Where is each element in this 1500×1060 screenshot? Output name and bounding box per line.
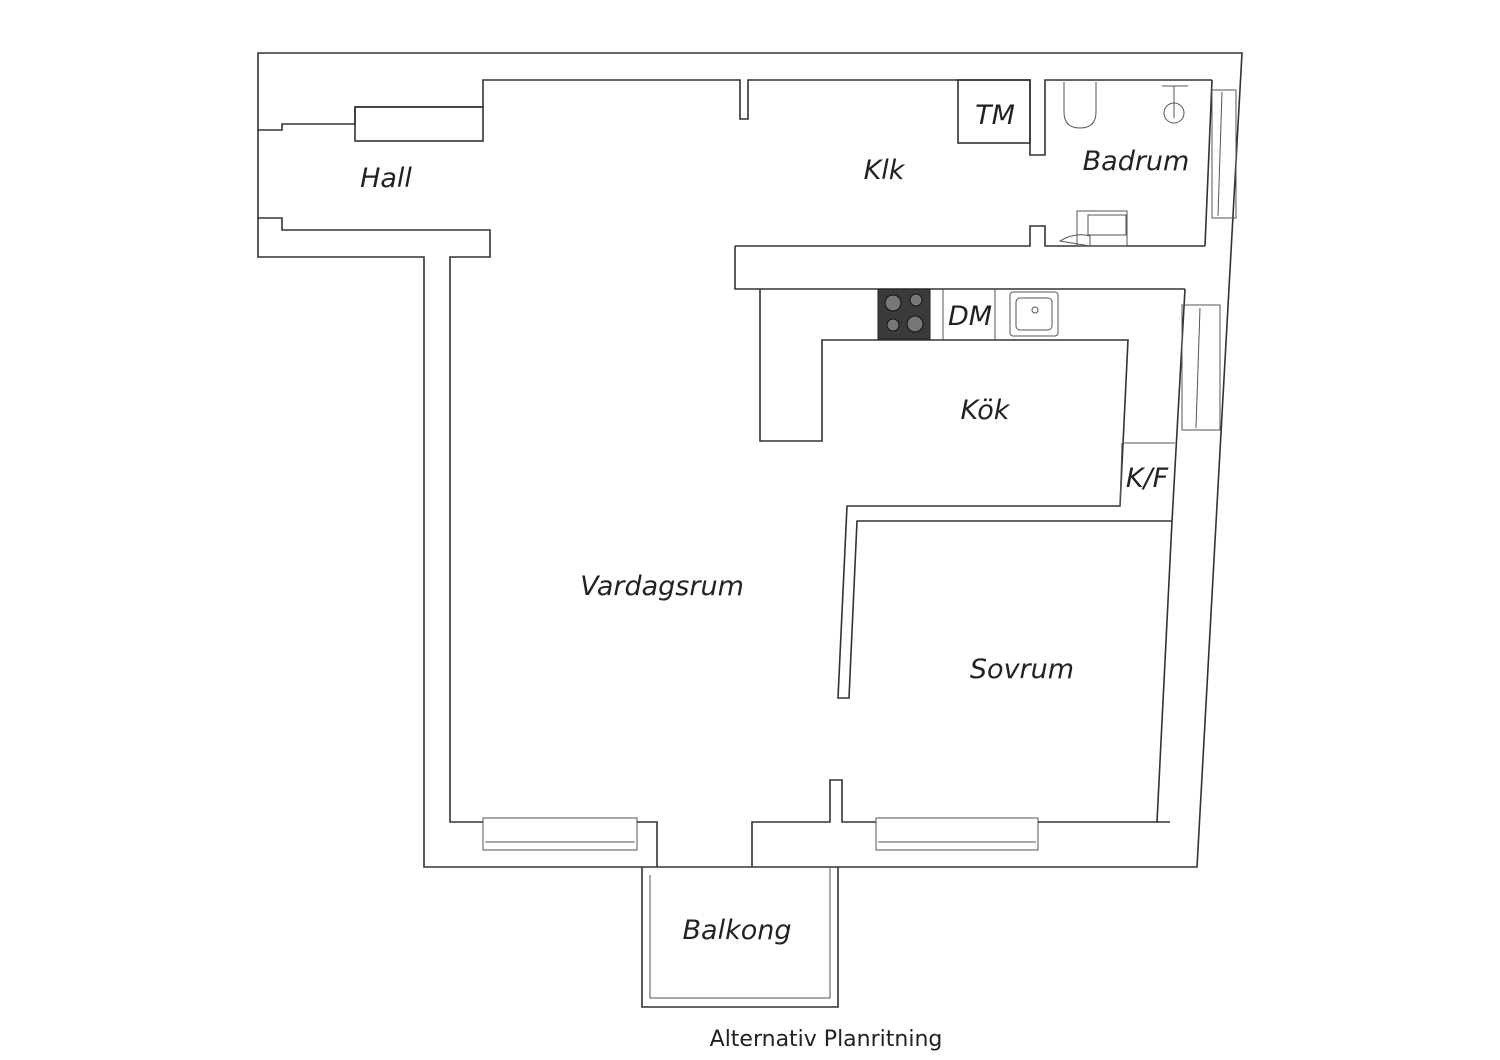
bathroom-sink-icon bbox=[1076, 210, 1128, 247]
bathroom-wall bbox=[735, 225, 1205, 247]
inner-wall-right-lower bbox=[1156, 288, 1186, 823]
inner-wall-left bbox=[258, 217, 491, 823]
washer-icon bbox=[1058, 234, 1091, 247]
balcony bbox=[641, 867, 839, 1008]
toilet-icon bbox=[1063, 82, 1097, 129]
room-label-badrum: Badrum bbox=[1083, 146, 1190, 177]
room-label-kok: Kök bbox=[961, 395, 1011, 426]
room-label-tm: TM bbox=[975, 100, 1015, 131]
room-label-balkong: Balkong bbox=[683, 915, 792, 946]
room-label-dm: DM bbox=[948, 301, 992, 332]
outer-wall bbox=[257, 52, 1243, 868]
window-bathroom bbox=[1211, 89, 1237, 219]
window-bedroom bbox=[875, 817, 1039, 851]
cooktop-icon bbox=[877, 288, 931, 340]
room-label-hall: Hall bbox=[360, 163, 412, 194]
plan-caption: Alternativ Planritning bbox=[710, 1027, 943, 1052]
room-label-vardagsrum: Vardagsrum bbox=[580, 571, 744, 602]
tm-box bbox=[957, 79, 1031, 144]
kitchen-sink-icon bbox=[1009, 291, 1059, 337]
inner-wall-right bbox=[1204, 79, 1213, 247]
balcony-door-wall bbox=[751, 779, 876, 867]
window-living-room bbox=[482, 817, 638, 851]
room-label-kf: K/F bbox=[1126, 463, 1169, 494]
window-kitchen bbox=[1181, 304, 1221, 431]
kitchen-counter bbox=[759, 289, 1172, 699]
room-label-sovrum: Sovrum bbox=[970, 654, 1074, 685]
room-label-klk: Klk bbox=[864, 155, 906, 186]
kitchen-wall bbox=[734, 246, 1185, 290]
hall-wardrobe bbox=[354, 106, 484, 142]
inner-wall-top bbox=[258, 79, 1212, 156]
